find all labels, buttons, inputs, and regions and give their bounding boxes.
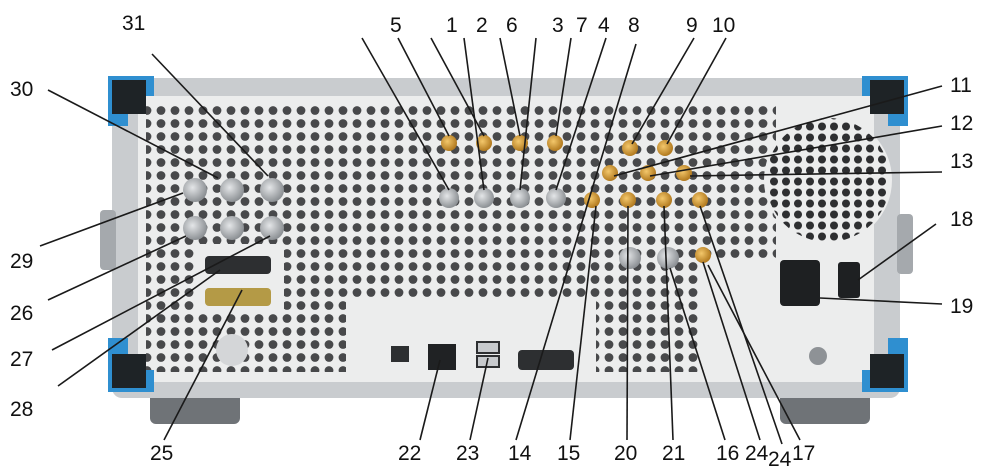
fan-grille	[764, 116, 892, 244]
callout-19: 19	[950, 295, 973, 318]
callout-15: 15	[557, 442, 580, 465]
callout-20: 20	[614, 442, 637, 465]
callout-5: 5	[390, 14, 402, 37]
callout-22: 22	[398, 442, 421, 465]
callout-6: 6	[506, 14, 518, 37]
callout-27: 27	[10, 348, 33, 371]
io-ports	[391, 341, 500, 370]
callout-13: 13	[950, 150, 973, 173]
power-section	[216, 260, 860, 366]
dsub-serial	[518, 350, 574, 370]
callout-7: 7	[576, 14, 588, 37]
callout-30: 30	[10, 78, 33, 101]
callout-18: 18	[950, 208, 973, 231]
usb-a-port-1	[476, 341, 500, 354]
callout-21: 21	[662, 442, 685, 465]
sma-row-top	[441, 135, 711, 263]
callout-labels: 31 30 29 26 27 28 25 22 23 14 15 20 21 1…	[10, 12, 973, 468]
usb-b-port	[391, 346, 409, 362]
callout-8: 8	[628, 14, 640, 37]
callout-24-a: 24	[745, 442, 769, 465]
lan-port	[428, 344, 456, 370]
callout-11: 11	[950, 74, 972, 97]
callout-17: 17	[792, 442, 815, 465]
power-switch	[838, 262, 860, 298]
callout-10: 10	[712, 14, 735, 37]
callout-16: 16	[716, 442, 739, 465]
callout-24-b: 24	[768, 448, 792, 468]
side-handle-right	[897, 214, 913, 274]
callout-12: 12	[950, 112, 973, 135]
callout-28: 28	[10, 398, 33, 421]
callout-26: 26	[10, 302, 33, 325]
side-handle-left	[100, 210, 116, 270]
callout-9: 9	[686, 14, 698, 37]
leader-lines	[39, 37, 943, 445]
bnc-connectors	[183, 178, 679, 269]
callout-14: 14	[508, 442, 532, 465]
callout-29: 29	[10, 250, 33, 273]
callout-23: 23	[456, 442, 479, 465]
corner-bumpers	[108, 76, 908, 392]
callout-4: 4	[598, 14, 610, 37]
power-inlet	[780, 260, 820, 306]
callout-3: 3	[552, 14, 564, 37]
callout-31: 31	[122, 12, 145, 35]
callout-1: 1	[446, 14, 458, 37]
callout-25: 25	[150, 442, 173, 465]
callout-2: 2	[476, 14, 488, 37]
